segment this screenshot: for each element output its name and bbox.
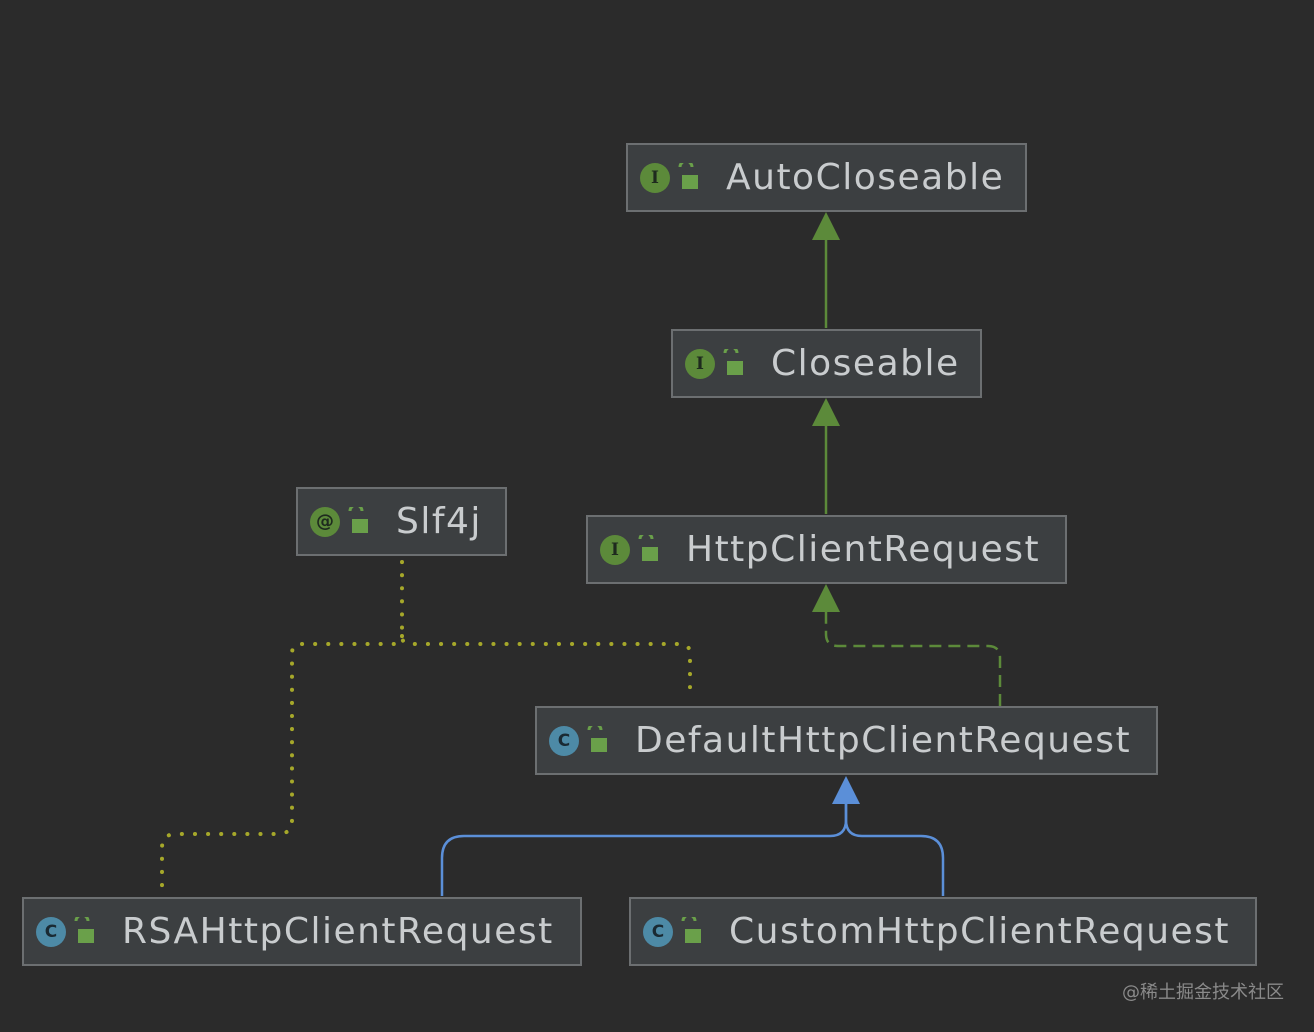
node-label: Closeable [771, 343, 960, 384]
edge-default-httpclientrequest [824, 612, 1002, 706]
node-label: RSAHttpClientRequest [122, 911, 554, 952]
node-label: DefaultHttpClientRequest [635, 720, 1132, 761]
open-lock-icon [74, 916, 94, 943]
node-closeable[interactable]: I Closeable [671, 329, 982, 398]
interface-icon: I [640, 162, 670, 193]
edge-custom-default [844, 804, 945, 896]
node-httpclientrequest[interactable]: I HttpClientRequest [586, 515, 1067, 584]
node-label: HttpClientRequest [686, 529, 1041, 570]
interface-icon: I [600, 534, 630, 565]
annotation-icon: @ [310, 506, 340, 537]
edge-slf4j-default [400, 560, 692, 698]
open-lock-icon [348, 506, 368, 533]
node-label: AutoCloseable [726, 157, 1005, 198]
open-lock-icon [638, 534, 658, 561]
arrowhead-httpclientrequest [812, 584, 840, 612]
node-defaulthttpclientrequest[interactable]: C DefaultHttpClientRequest [535, 706, 1158, 775]
arrowhead-defaulthttpclientrequest [832, 776, 860, 804]
node-label: CustomHttpClientRequest [729, 911, 1231, 952]
edge-rsa-default [440, 804, 848, 896]
class-icon: C [549, 725, 579, 756]
arrowhead-closeable [812, 398, 840, 426]
open-lock-icon [723, 348, 743, 375]
edge-slf4j-rsa [160, 634, 404, 888]
open-lock-icon [587, 725, 607, 752]
class-icon: C [643, 916, 673, 947]
open-lock-icon [681, 916, 701, 943]
class-icon: C [36, 916, 66, 947]
arrowhead-autocloseable [812, 212, 840, 240]
node-label: Slf4j [396, 501, 482, 542]
node-slf4j[interactable]: @ Slf4j [296, 487, 507, 556]
open-lock-icon [678, 162, 698, 189]
watermark: @稀土掘金技术社区 [1122, 982, 1284, 1003]
node-autocloseable[interactable]: I AutoCloseable [626, 143, 1027, 212]
interface-icon: I [685, 348, 715, 379]
node-rsahttpclientrequest[interactable]: C RSAHttpClientRequest [22, 897, 582, 966]
node-customhttpclientrequest[interactable]: C CustomHttpClientRequest [629, 897, 1257, 966]
